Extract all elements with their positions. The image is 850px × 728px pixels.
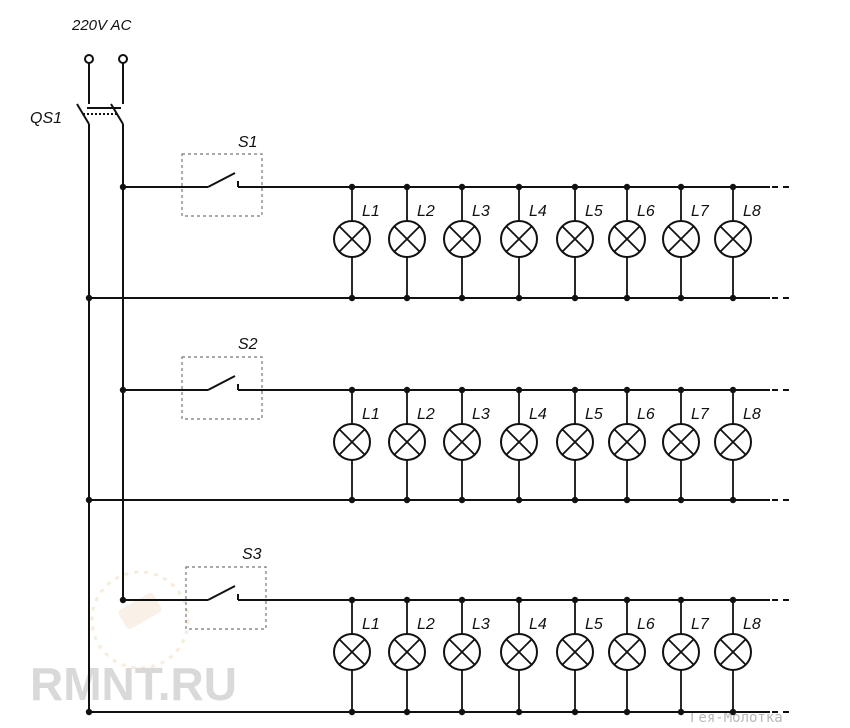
terminal-left bbox=[84, 54, 94, 64]
lamp-label: L5 bbox=[585, 406, 603, 423]
lamp-l3 bbox=[443, 600, 481, 712]
watermark-text-left: RMNT.RU bbox=[30, 658, 237, 710]
switch-contact bbox=[207, 375, 236, 391]
lamp-l6 bbox=[608, 600, 646, 712]
lamp-label: L2 bbox=[417, 203, 435, 220]
lamp-label: L3 bbox=[472, 616, 490, 633]
breaker-label: QS1 bbox=[30, 110, 62, 127]
switch-label: S1 bbox=[238, 134, 258, 151]
lamp-l5 bbox=[556, 390, 594, 500]
lamp-label: L7 bbox=[691, 406, 710, 423]
switch-box bbox=[181, 356, 263, 420]
switch-label: S2 bbox=[238, 336, 258, 353]
lamp-label: L8 bbox=[743, 616, 761, 633]
lamp-label: L1 bbox=[362, 203, 380, 220]
watermark-text-right: Гея-Молотка bbox=[690, 710, 783, 726]
lamp-l2 bbox=[388, 390, 426, 500]
lamp-label: L7 bbox=[691, 203, 710, 220]
lamp-l8 bbox=[714, 187, 752, 298]
lamp-label: L6 bbox=[637, 616, 655, 633]
lamp-l6 bbox=[608, 390, 646, 500]
lamp-label: L7 bbox=[691, 616, 710, 633]
lamp-l7 bbox=[662, 600, 700, 712]
lamp-label: L1 bbox=[362, 406, 380, 423]
switch-box bbox=[181, 153, 263, 217]
lamp-label: L6 bbox=[637, 406, 655, 423]
lamp-l4 bbox=[500, 187, 538, 298]
lamp-l7 bbox=[662, 390, 700, 500]
lamp-l8 bbox=[714, 600, 752, 712]
lamp-label: L3 bbox=[472, 406, 490, 423]
lamp-l6 bbox=[608, 187, 646, 298]
terminal-right bbox=[118, 54, 128, 64]
lamp-label: L5 bbox=[585, 203, 603, 220]
lamp-label: L8 bbox=[743, 406, 761, 423]
supply-label: 220V AC bbox=[71, 17, 132, 34]
watermark-logo bbox=[90, 570, 190, 670]
breaker-qs1 bbox=[76, 103, 124, 125]
lamp-l1 bbox=[333, 187, 371, 298]
lamp-label: L4 bbox=[529, 406, 547, 423]
lamp-l2 bbox=[388, 600, 426, 712]
lamp-label: L8 bbox=[743, 203, 761, 220]
lamp-label: L1 bbox=[362, 616, 380, 633]
lamp-l2 bbox=[388, 187, 426, 298]
lamp-l3 bbox=[443, 187, 481, 298]
lamp-l1 bbox=[333, 600, 371, 712]
switch-contact bbox=[207, 172, 236, 188]
lamp-label: L3 bbox=[472, 203, 490, 220]
lamp-l4 bbox=[500, 600, 538, 712]
switch-box bbox=[185, 566, 267, 630]
lamp-l3 bbox=[443, 390, 481, 500]
lamp-l1 bbox=[333, 390, 371, 500]
lamp-label: L2 bbox=[417, 406, 435, 423]
lamp-label: L6 bbox=[637, 203, 655, 220]
switch-contact bbox=[207, 585, 236, 601]
switch-label: S3 bbox=[242, 546, 262, 563]
lamp-l8 bbox=[714, 390, 752, 500]
lamp-l7 bbox=[662, 187, 700, 298]
lamp-l5 bbox=[556, 187, 594, 298]
lamp-l4 bbox=[500, 390, 538, 500]
lamp-l5 bbox=[556, 600, 594, 712]
lamp-label: L5 bbox=[585, 616, 603, 633]
lamp-label: L2 bbox=[417, 616, 435, 633]
lamp-label: L4 bbox=[529, 203, 547, 220]
lamp-label: L4 bbox=[529, 616, 547, 633]
